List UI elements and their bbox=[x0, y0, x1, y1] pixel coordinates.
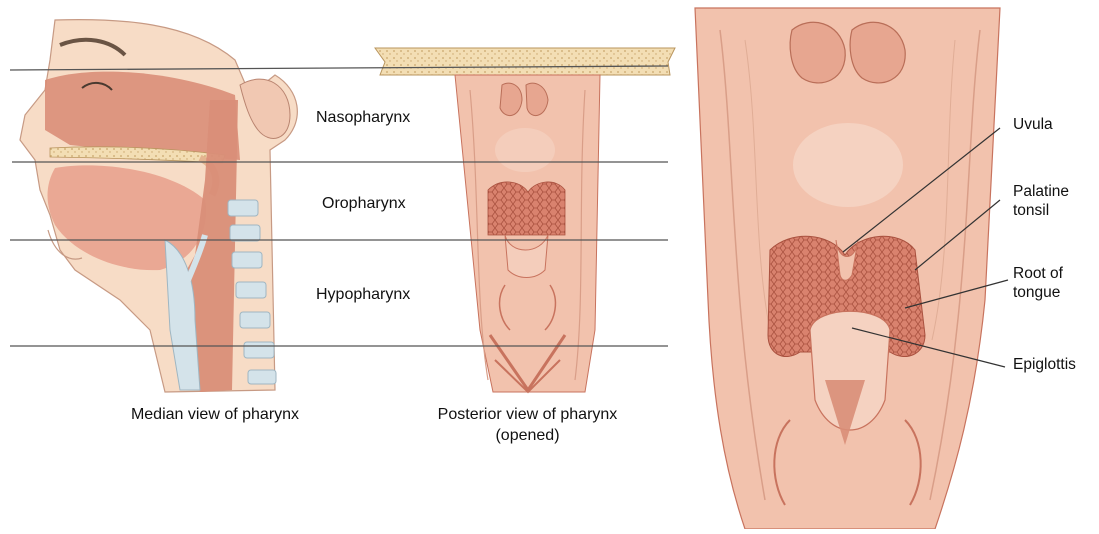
caption-median-view: Median view of pharynx bbox=[100, 405, 330, 424]
enlarged-view-illustration bbox=[695, 8, 1000, 529]
label-oropharynx: Oropharynx bbox=[322, 194, 406, 213]
posterior-view-illustration bbox=[375, 48, 675, 392]
posterior-tonsil-region bbox=[488, 182, 565, 235]
callout-root-of-tongue-line1: Root of bbox=[1013, 265, 1063, 283]
label-hypopharynx: Hypopharynx bbox=[316, 285, 410, 304]
callout-epiglottis: Epiglottis bbox=[1013, 356, 1076, 374]
median-view-illustration bbox=[20, 20, 297, 392]
callout-root-of-tongue-line2: tongue bbox=[1013, 284, 1060, 302]
callout-palatine-line1: Palatine bbox=[1013, 183, 1069, 201]
callout-uvula: Uvula bbox=[1013, 116, 1053, 134]
caption-posterior-view-line1: Posterior view of pharynx bbox=[405, 405, 650, 424]
label-nasopharynx: Nasopharynx bbox=[316, 108, 410, 127]
callout-palatine-line2: tonsil bbox=[1013, 202, 1049, 220]
skull-base bbox=[375, 48, 675, 75]
caption-posterior-view-line2: (opened) bbox=[405, 426, 650, 445]
